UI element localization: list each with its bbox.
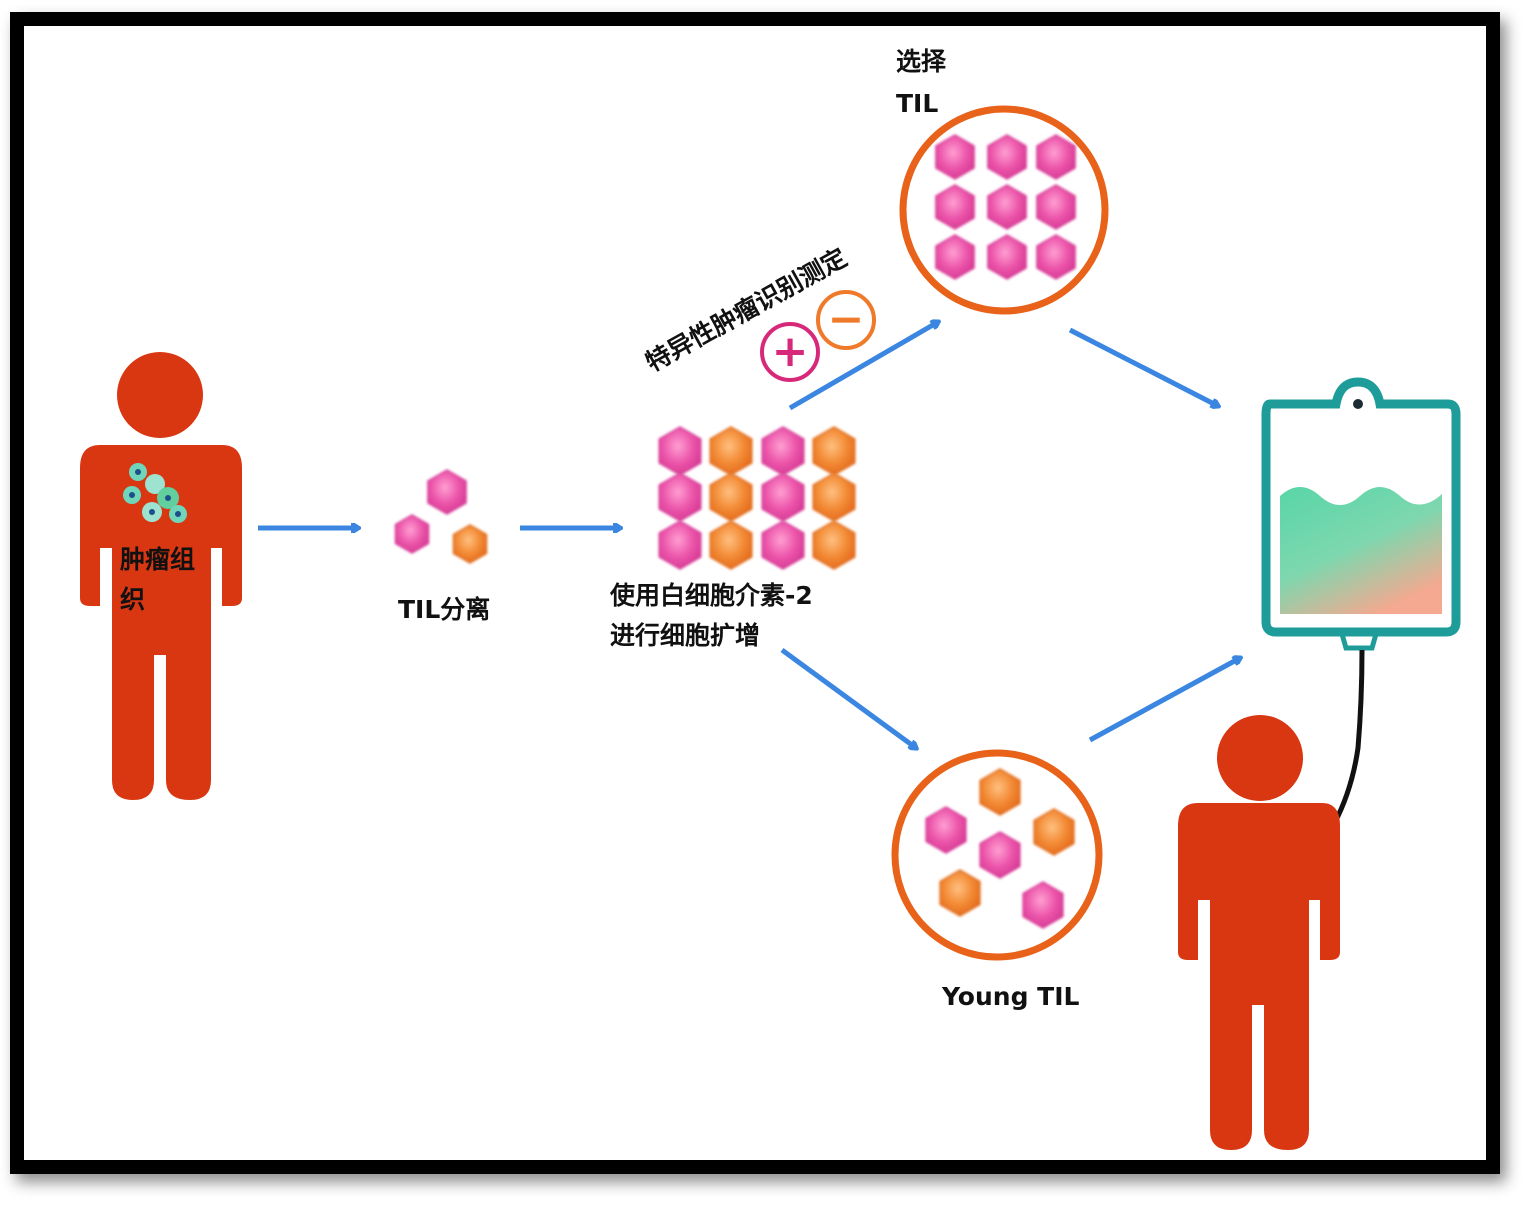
- selected-cell: [987, 184, 1027, 230]
- isolated-cell: [452, 524, 488, 564]
- selected-cell: [935, 234, 975, 280]
- expanded-cell: [761, 520, 805, 570]
- patient-figure-right: [1178, 715, 1340, 1150]
- expanded-cell: [658, 520, 702, 570]
- young-til-circle: [891, 749, 1103, 961]
- expanded-cell: [658, 472, 702, 522]
- young-cell: [1022, 881, 1064, 929]
- expanded-cell-grid: [658, 426, 856, 570]
- plus-icon: +: [760, 322, 820, 382]
- select-label-line2: TIL: [896, 89, 939, 118]
- young-cell: [979, 831, 1021, 879]
- minus-icon: −: [816, 290, 876, 350]
- tumor-tissue-label: 肿瘤组织: [120, 545, 196, 614]
- expanded-cell: [812, 426, 856, 476]
- selected-cell: [987, 134, 1027, 180]
- selected-cell: [987, 234, 1027, 280]
- select-label-line1: 选择: [896, 47, 947, 76]
- expanded-cell: [709, 520, 753, 570]
- isolated-cell: [427, 469, 467, 515]
- iv-bag-icon: [1261, 377, 1461, 826]
- young-cell: [939, 869, 981, 917]
- selected-cell: [1036, 134, 1076, 180]
- expanded-cell: [709, 426, 753, 476]
- expanded-cell: [812, 472, 856, 522]
- selected-cell: [935, 184, 975, 230]
- arrow-expansion-to-young: [780, 647, 916, 748]
- young-cell: [1033, 808, 1075, 856]
- diagram-frame: [10, 12, 1500, 1174]
- svg-text:+: +: [772, 326, 809, 377]
- isolated-cell: [394, 514, 430, 554]
- expanded-cell: [761, 472, 805, 522]
- young-til-label: Young TIL: [942, 982, 1080, 1011]
- arrow-expansion-to-selected: [788, 322, 938, 411]
- svg-text:−: −: [828, 294, 865, 345]
- selected-cell: [1036, 234, 1076, 280]
- arrow-young-to-bag: [1088, 658, 1240, 743]
- selected-cell: [935, 134, 975, 180]
- isolated-til-cells: [394, 469, 488, 564]
- young-cell: [979, 768, 1021, 816]
- expanded-cell: [709, 472, 753, 522]
- selected-cell: [1036, 184, 1076, 230]
- arrow-selected-to-bag: [1068, 327, 1218, 406]
- til-isolation-label: TIL分离: [398, 595, 491, 624]
- expanded-cell: [812, 520, 856, 570]
- selected-til-circle: [899, 105, 1109, 315]
- patient-figure-left: [80, 352, 242, 800]
- expanded-cell: [761, 426, 805, 476]
- iv-tube: [1331, 649, 1365, 826]
- expansion-label-line1: 使用白细胞介素-2: [610, 581, 813, 610]
- expanded-cell: [658, 426, 702, 476]
- young-cell: [925, 806, 967, 854]
- expansion-label-line2: 进行细胞扩增: [610, 621, 761, 650]
- tumor-cells-icon: [123, 463, 187, 523]
- flow-arrows: [258, 322, 1240, 748]
